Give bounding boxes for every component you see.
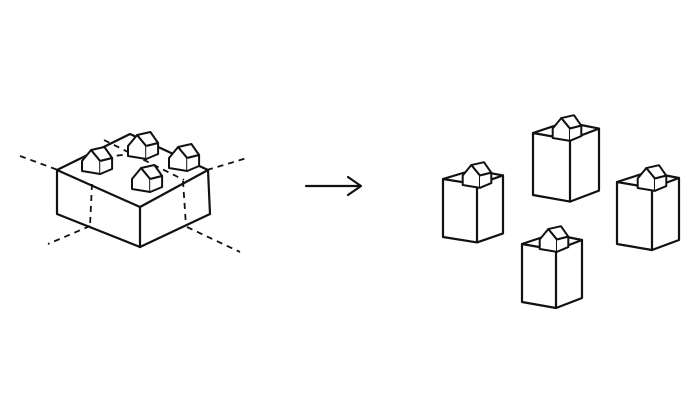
cut-line xyxy=(206,157,248,171)
pillar xyxy=(531,114,601,203)
house-icon xyxy=(461,161,493,189)
house-icon xyxy=(131,164,164,193)
house-icon xyxy=(538,225,570,253)
cut-line xyxy=(19,155,59,171)
pillar xyxy=(441,161,505,244)
pillar xyxy=(615,164,681,252)
block-outline xyxy=(55,132,212,249)
pillar xyxy=(520,225,584,310)
house-icon xyxy=(168,143,201,172)
house-icon xyxy=(636,164,668,192)
cut-line xyxy=(89,183,93,227)
cut-line xyxy=(103,139,185,181)
block-houses xyxy=(81,131,201,193)
house-icon xyxy=(551,114,583,142)
cut-line xyxy=(182,180,187,227)
cut-line xyxy=(186,226,241,253)
combined-block xyxy=(19,131,248,253)
house-icon xyxy=(81,146,114,175)
separate-pillars xyxy=(441,114,681,310)
house-icon xyxy=(127,131,160,160)
cut-line xyxy=(47,225,91,245)
right-arrow-icon xyxy=(304,175,363,197)
